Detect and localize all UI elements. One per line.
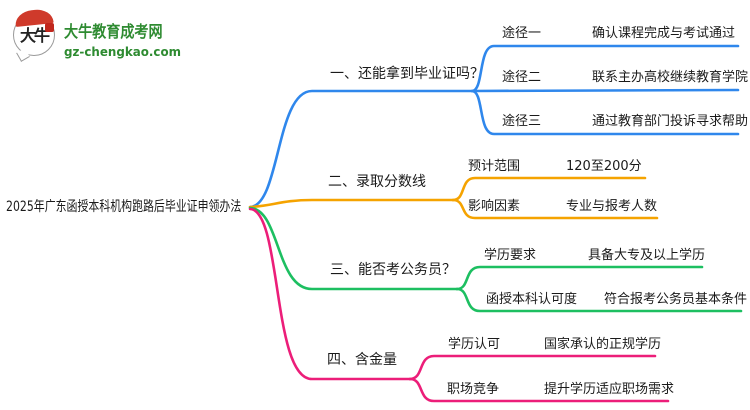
branch3-child1-value: 具备大专及以上学历: [588, 248, 706, 263]
branch1-main-line: [248, 88, 740, 209]
branch1-child2-value: 联系主办高校继续教育学院: [592, 70, 749, 85]
branch3-main-line: [248, 206, 459, 291]
mindmap-root-topic: 2025年广东函授本科机构跑路后毕业证申领办法: [6, 199, 242, 215]
branch4-child1-line: [408, 354, 657, 381]
branch2-child1-label: 预计范围: [468, 159, 521, 174]
branch1-child3-value: 通过教育部门投诉寻求帮助: [592, 114, 749, 129]
branch4-main-line: [248, 207, 412, 381]
branch3-topic: 三、能否考公务员？: [330, 262, 456, 278]
branch2-child1-line: [451, 176, 647, 202]
branch1-child1-value: 确认课程完成与考试通过: [592, 26, 736, 41]
branch2-lines: [248, 176, 659, 220]
branch3-child2-label: 函授本科认可度: [486, 292, 578, 307]
daniu-speech-bubble-icon: 大牛: [12, 8, 58, 62]
branch4-child2-value: 提升学历适应职场需求: [544, 382, 675, 397]
branch1-child2-label: 途径二: [502, 70, 542, 85]
branch4-child1-label: 学历认可: [448, 337, 501, 352]
branch2-child2-value: 专业与报考人数: [566, 199, 658, 214]
branch3-child1-line: [455, 265, 704, 291]
branch4-child2-label: 职场竞争: [447, 382, 500, 397]
site-title: 大牛教育成考网: [64, 22, 163, 41]
logo-text-block: 大牛教育成考网 gz-chengkao.com: [64, 10, 187, 59]
branch3-lines: [248, 206, 743, 313]
branch1-lines: [248, 44, 740, 209]
branch2-main-line: [248, 198, 455, 209]
branch1-child1-line: [470, 44, 740, 93]
branch4-child1-value: 国家承认的正规学历: [544, 337, 662, 352]
branch2-child2-line: [451, 198, 659, 220]
site-logo: 大牛 大牛教育成考网 gz-chengkao.com: [12, 8, 187, 62]
branch3-child1-label: 学历要求: [484, 248, 537, 263]
branch1-topic: 一、还能拿到毕业证吗？: [330, 66, 484, 82]
branch2-child2-label: 影响因素: [468, 199, 521, 214]
logo-icon-text: 大牛: [19, 26, 50, 45]
branch1-child3-line: [470, 89, 740, 136]
branch3-child2-line: [455, 287, 743, 313]
branch3-child2-value: 符合报考公务员基本条件: [604, 292, 748, 307]
branch4-topic: 四、含金量: [327, 352, 397, 368]
branch2-child1-value: 120至200分: [566, 159, 642, 174]
red-seal-icon: [45, 23, 54, 32]
branch1-child1-label: 途径一: [502, 26, 542, 41]
branch1-child3-label: 途径三: [502, 114, 542, 129]
branch4-child2-line: [408, 377, 670, 403]
site-domain: gz-chengkao.com: [64, 44, 181, 59]
branch4-lines: [248, 207, 670, 403]
branch2-topic: 二、录取分数线: [328, 174, 426, 190]
